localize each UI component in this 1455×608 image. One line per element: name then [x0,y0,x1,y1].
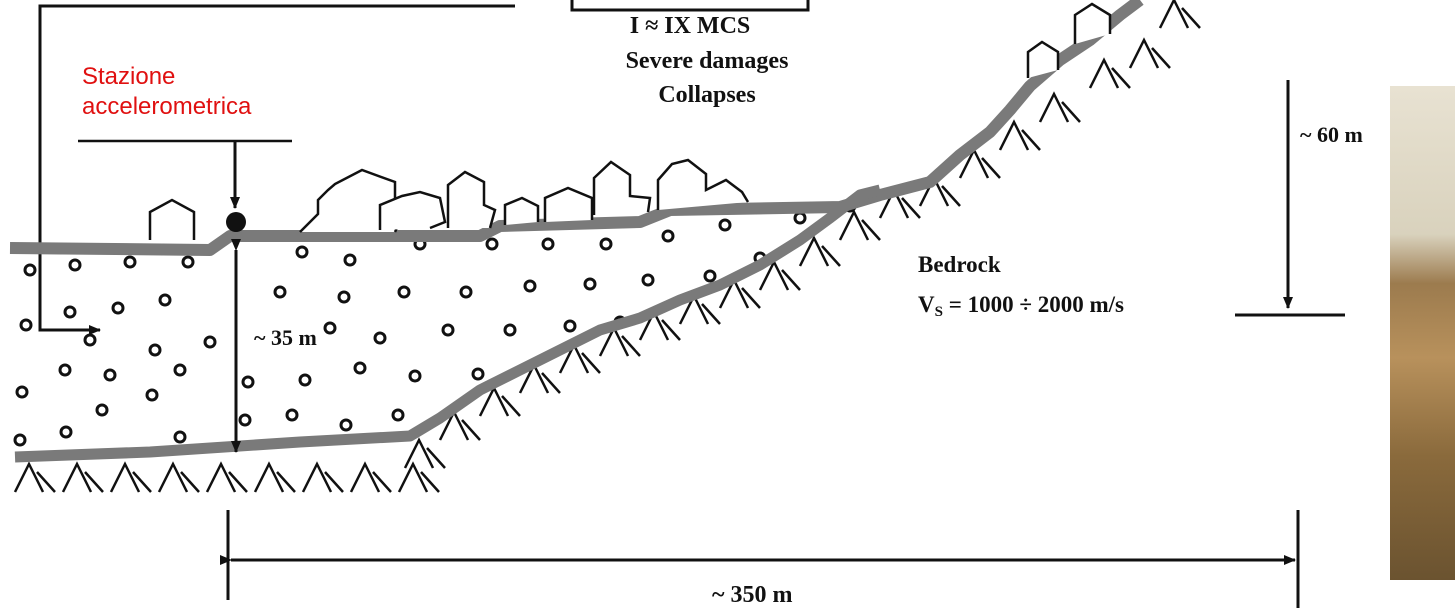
damage-label-2: Collapses [658,82,755,108]
pebble [337,290,351,304]
pebble [459,285,473,299]
pebble [59,425,73,439]
pebble [583,277,597,291]
damage-label-1: Severe damages [626,48,789,74]
pebble [503,323,517,337]
pebble [203,335,217,349]
hatch-mark [61,461,104,493]
hatch-mark [349,461,392,493]
building-hill-1 [1026,40,1060,78]
pebble [599,237,613,251]
width-label: ~ 350 m [712,582,792,608]
building-2 [378,190,447,230]
hatch-mark [157,461,200,493]
building-5 [543,186,594,222]
intensity-box [570,0,810,12]
pebble [353,361,367,375]
hatch-mark [998,119,1041,151]
hatch-mark [403,437,446,469]
pebble [441,323,455,337]
pebble [95,403,109,417]
pebble [238,413,252,427]
hatch-mark [798,235,841,267]
pebble [703,269,717,283]
buildings [148,2,1112,240]
building-hill-2 [1073,2,1112,44]
pebble [145,388,159,402]
station-label: Stazione accelerometrica [82,62,251,122]
pebble [718,218,732,232]
building-6 [592,160,652,215]
hatch-mark [13,461,56,493]
pebble [103,368,117,382]
pebble [123,255,137,269]
bedrock-label: Bedrock [918,252,1001,277]
pebble [523,279,537,293]
pebble [541,237,555,251]
station-label-line-1: Stazione [82,63,176,90]
hatch-mark [1128,37,1171,69]
pebble [661,229,675,243]
pebble [485,237,499,251]
pebble [298,373,312,387]
building-7 [656,158,750,210]
depth-label: ~ 35 m [254,325,317,350]
pebble [343,253,357,267]
pebble [323,321,337,335]
pebble [173,363,187,377]
pebble [83,333,97,347]
pebble [181,255,195,269]
pebble [397,285,411,299]
pebble [58,363,72,377]
pebble [295,245,309,259]
hatch-mark [397,461,440,493]
pebble [148,343,162,357]
pebble [173,430,187,444]
building-3 [446,170,497,229]
pebble [471,367,485,381]
pebble [285,408,299,422]
hatch-mark [1158,0,1201,29]
pebble [158,293,172,307]
accelerometer-station-dot [226,212,246,232]
pebble [111,301,125,315]
pebble [339,418,353,432]
pebble [15,385,29,399]
photo-strip [1390,86,1455,580]
pebble [641,273,655,287]
height-label: ~ 60 m [1300,122,1363,147]
station-label-line-2: accelerometrica [82,93,252,120]
pebble [19,318,33,332]
building-isolated [148,198,196,240]
hatch-mark [205,461,248,493]
pebble [273,285,287,299]
pebble [23,263,37,277]
intensity-label: I ≈ IX MCS [630,13,751,39]
pebble [68,258,82,272]
pebble [241,375,255,389]
hatch-mark [301,461,344,493]
pebble [391,408,405,422]
pebble [63,305,77,319]
building-4 [503,196,540,225]
hatch-mark [1038,91,1081,123]
ground-surface-profile [9,0,1144,256]
bedrock-interface-profile [14,184,882,463]
pebble [563,319,577,333]
frame-line-left [38,4,515,335]
soil-pebbles [13,199,857,447]
pebble [13,433,27,447]
hatch-mark [838,209,881,241]
pebble [373,331,387,345]
hatch-mark [109,461,152,493]
vs-label: VS = 1000 ÷ 2000 m/s [918,292,1124,320]
hatch-mark [1088,57,1131,89]
hatch-mark [253,461,296,493]
pebble [408,369,422,383]
pebble [793,211,807,225]
